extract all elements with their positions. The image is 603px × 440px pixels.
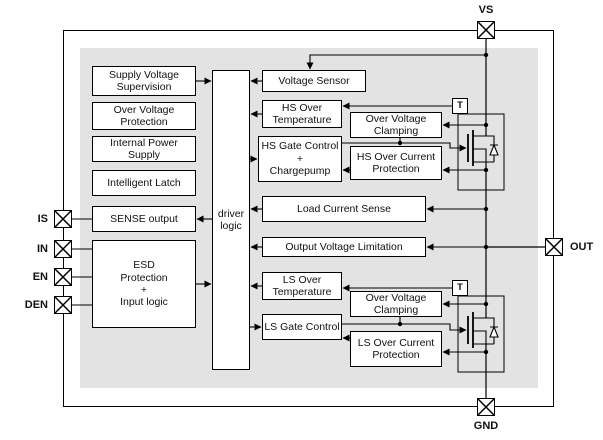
pin-cross-icon [55,241,71,257]
block-hs-gate-control: HS Gate Control + Chargepump [258,136,342,182]
ls-mosfet-enclosure [457,295,505,373]
pin-label-vs: VS [478,4,494,16]
pin-cross-icon [55,211,71,227]
pin-cross-icon [55,269,71,285]
block-over-voltage-clamping-ls: Over Voltage Clamping [350,291,442,317]
pin-vs [477,21,495,39]
ls-body-diode-icon [489,325,499,338]
junction-dots [397,52,489,355]
pin-label-den: DEN [24,299,48,311]
pin-den [54,296,72,314]
block-driver-logic: driver logic [212,70,250,370]
pin-cross-icon [478,22,494,38]
block-sense-output: SENSE output [92,206,196,232]
block-internal-power-supply: Internal Power Supply [92,136,196,162]
pin-cross-icon [478,399,494,415]
pin-cross-icon [546,239,562,255]
pin-en [54,268,72,286]
ls-temperature-sensor: T [452,280,468,296]
block-hs-over-temperature: HS Over Temperature [262,100,342,128]
block-load-current-sense: Load Current Sense [262,196,426,222]
hs-body-diode-icon [489,143,499,156]
hs-mosfet-enclosure [457,113,505,191]
pin-cross-icon [55,297,71,313]
block-ls-gate-control: LS Gate Control [262,314,342,340]
pin-label-is: IS [37,213,48,225]
pin-label-in: IN [37,243,48,255]
pin-gnd [477,398,495,416]
ls-mosfet [457,295,505,373]
pin-label-gnd: GND [473,420,499,432]
block-ls-over-temperature: LS Over Temperature [262,272,342,300]
pin-in [54,240,72,258]
pin-is [54,210,72,228]
block-over-voltage-protection: Over Voltage Protection [92,102,196,130]
block-intelligent-latch: Intelligent Latch [92,170,196,196]
power-rail [485,39,545,398]
block-hs-over-current-protection: HS Over Current Protection [350,146,442,180]
block-supply-voltage-supervision: Supply Voltage Supervision [92,66,196,96]
block-ls-over-current-protection: LS Over Current Protection [350,331,442,367]
pin-out [545,238,563,256]
pin-label-en: EN [32,271,48,283]
block-esd-input-logic: ESD Protection + Input logic [92,240,196,328]
hs-temperature-sensor: T [452,98,468,114]
block-voltage-sensor: Voltage Sensor [262,70,366,92]
block-over-voltage-clamping-hs: Over Voltage Clamping [350,112,442,138]
block-output-voltage-limitation: Output Voltage Limitation [262,237,426,257]
pin-label-out: OUT [570,241,594,253]
hs-mosfet [457,113,505,191]
